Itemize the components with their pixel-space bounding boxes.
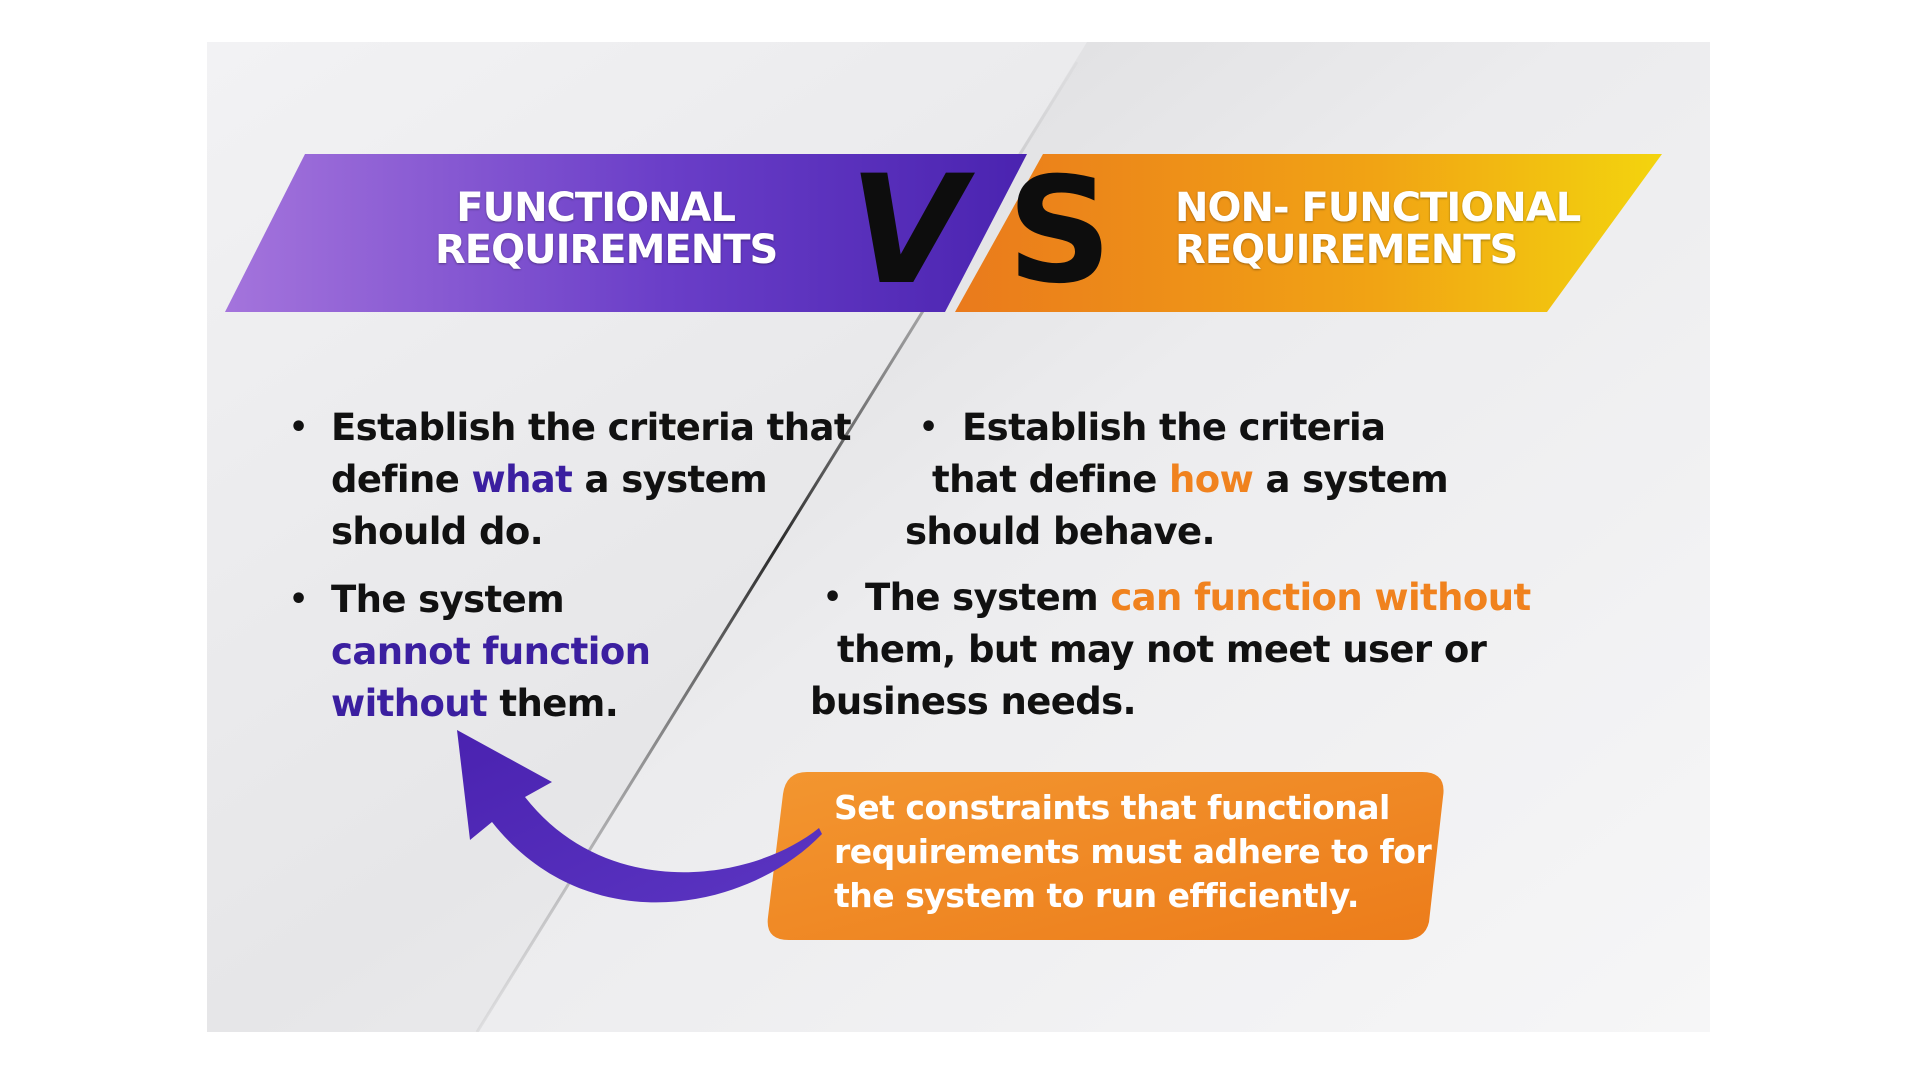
right-bullet2-line2: them, but may not meet user or <box>837 628 1487 671</box>
non-functional-title: NON- FUNCTIONAL REQUIREMENTS <box>1175 185 1581 273</box>
left-bullet1-highlight: what <box>471 458 573 501</box>
right-bullet2-line1-pre: The system <box>865 576 1111 619</box>
right-bullet1-line1: Establish the criteria <box>962 406 1386 449</box>
left-bullet1-line2: define what a system <box>331 454 768 506</box>
non-functional-banner <box>955 154 1662 312</box>
callout-line2: requirements must adhere to for <box>834 832 1432 871</box>
left-bullet2-line2: cannot function <box>331 630 651 673</box>
infographic: FUNCTIONAL REQUIREMENTS NON- FUNCTIONAL … <box>207 42 1710 1032</box>
right-bullet1-line2-post: a system <box>1253 458 1449 501</box>
left-bullet1-line2-pre: define <box>331 458 472 501</box>
right-bullet1-line2: that define how a system <box>932 454 1449 506</box>
callout-line1: Set constraints that functional <box>834 788 1390 827</box>
right-bullet1-line2-pre: that define <box>932 458 1170 501</box>
functional-title: FUNCTIONAL REQUIREMENTS <box>435 185 778 273</box>
right-bullet1-highlight: how <box>1169 458 1254 501</box>
callout-box <box>767 772 1444 940</box>
right-bullet1-dot: • <box>919 410 939 445</box>
left-bullet2-dot: • <box>289 582 309 617</box>
functional-title-line1: FUNCTIONAL <box>456 185 736 231</box>
non-functional-title-line2: REQUIREMENTS <box>1175 227 1518 273</box>
left-bullet1-dot: • <box>289 410 309 445</box>
right-bullet2-line1: The system can function without <box>865 572 1531 624</box>
background-graphic <box>207 42 1710 1032</box>
vs-letter-s: S <box>1007 146 1113 316</box>
non-functional-title-line1: NON- FUNCTIONAL <box>1175 185 1581 231</box>
left-bullet2-line3-highlight: without <box>331 682 488 725</box>
curved-arrow <box>457 730 822 903</box>
left-bullet1-line2-post: a system <box>572 458 768 501</box>
left-bullet1-line3: should do. <box>331 510 544 553</box>
right-bullet2-line3: business needs. <box>810 680 1137 723</box>
callout-line3: the system to run efficiently. <box>834 876 1359 915</box>
right-bullet2-highlight: can function without <box>1110 576 1531 619</box>
right-bullet1-line3: should behave. <box>905 510 1216 553</box>
vs-letter-v: V <box>849 144 965 318</box>
functional-title-line2: REQUIREMENTS <box>435 227 778 273</box>
left-bullet1-line1: Establish the criteria that <box>331 406 852 449</box>
left-bullet2-line3: without them. <box>331 678 619 730</box>
functional-banner <box>225 154 1027 312</box>
left-bullet2-line1: The system <box>331 578 565 621</box>
right-bullet2-dot: • <box>823 580 843 615</box>
left-bullet2-line3-post: them. <box>487 682 619 725</box>
